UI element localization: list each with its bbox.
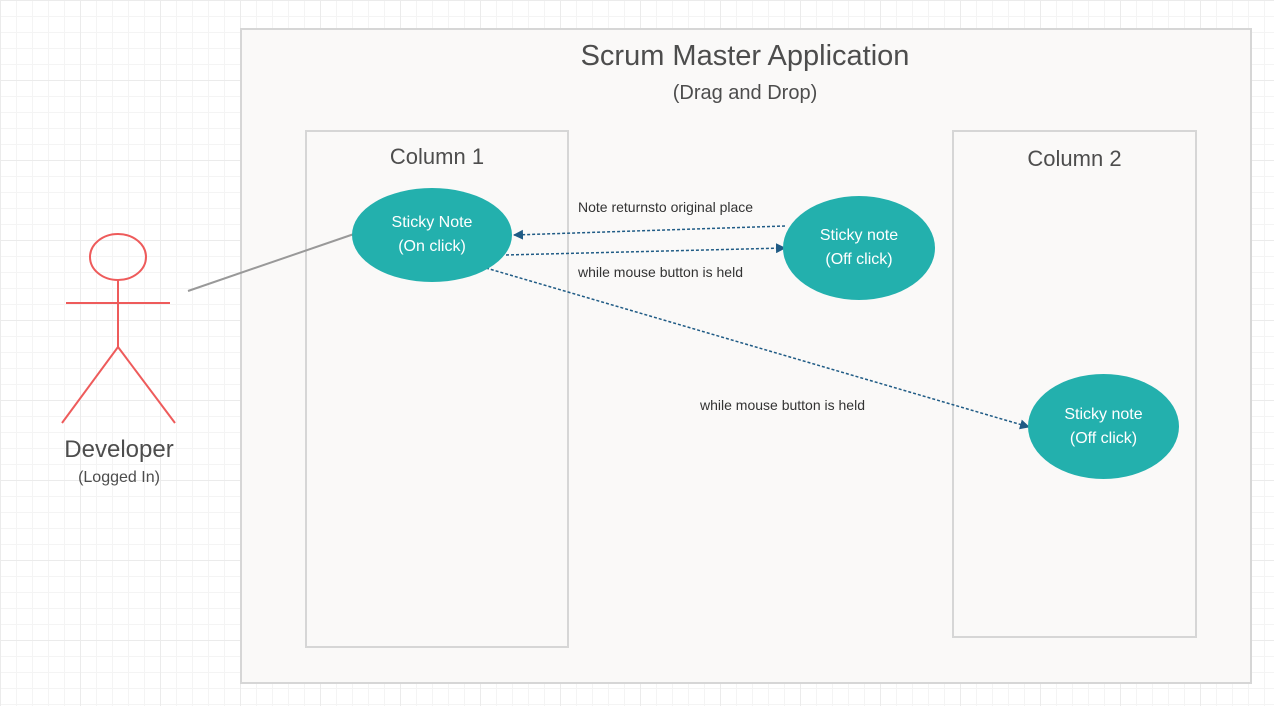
- column-2-title: Column 2: [1027, 146, 1122, 171]
- drag-arrow-label-1: while mouse button is held: [578, 264, 743, 280]
- note-3-title: Sticky note: [1064, 405, 1143, 423]
- system-subtitle: (Drag and Drop): [672, 82, 818, 104]
- note-2-state: (Off click): [825, 251, 893, 268]
- actor-name: Developer: [64, 436, 174, 463]
- actor-association-line: [187, 233, 355, 292]
- note-1-state: (On click): [398, 238, 466, 255]
- note-2-title: Sticky note: [819, 227, 899, 244]
- drag-arrow-to-note-3: [485, 267, 1030, 430]
- drag-arrow-label-2: while mouse button is held: [700, 397, 865, 413]
- developer-actor-icon: [61, 233, 176, 424]
- note-1-title: Sticky Note: [391, 214, 473, 231]
- column-1-title: Column 1: [389, 144, 485, 169]
- note-3-state: (Off click): [1069, 429, 1138, 447]
- actor-left-leg: [61, 346, 119, 424]
- sticky-note-off-click-column-2[interactable]: Sticky note (Off click): [1028, 374, 1179, 479]
- return-arrow: [513, 225, 786, 240]
- sticky-note-off-click-column-1-return[interactable]: Sticky note (Off click): [783, 196, 935, 300]
- actor-status: (Logged In): [78, 469, 160, 486]
- drag-arrow-to-note-2: [505, 243, 786, 256]
- system-title: Scrum Master Application: [580, 40, 910, 72]
- return-arrow-label: Note returnsto original place: [578, 199, 754, 215]
- actor-head: [89, 233, 147, 281]
- sticky-note-on-click[interactable]: Sticky Note (On click): [352, 188, 512, 282]
- actor-right-leg: [117, 346, 176, 424]
